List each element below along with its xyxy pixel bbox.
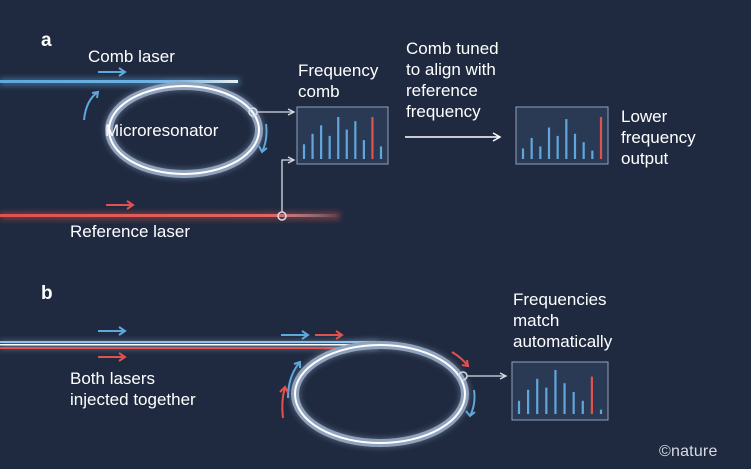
- combined-beam-white: [0, 344, 376, 346]
- ring-b-blue-arrow-right: [465, 389, 476, 418]
- reference-laser-label: Reference laser: [70, 222, 191, 241]
- ring-b-blue-arrow-left: [287, 360, 301, 399]
- lower-frequency-output-box: [515, 106, 609, 165]
- nature-credit: ©nature: [659, 443, 718, 460]
- coupler-to-match-arrow: [467, 372, 508, 380]
- frequency-comb-label: Frequency comb: [298, 61, 379, 101]
- circulation-arrow-right: [258, 123, 268, 154]
- blue-input-arrow: [98, 326, 127, 336]
- comb-laser-arrow: [98, 67, 127, 77]
- combined-beam-blue: [0, 341, 376, 343]
- panel-label-b: b: [41, 283, 53, 304]
- comb-laser-beam: [0, 80, 238, 83]
- frequency-comb-spectrum: [302, 117, 383, 159]
- lower-frequency-spectrum: [521, 117, 603, 159]
- frequencies-match-box: [511, 361, 609, 421]
- combined-beam-red: [0, 347, 376, 349]
- circulation-arrow-left: [83, 90, 100, 121]
- microresonator-label: Microresonator: [105, 121, 219, 140]
- microresonator-ring-core: [108, 85, 260, 175]
- comb-laser-label: Comb laser: [88, 47, 175, 66]
- lower-frequency-output-label: Lower frequency output: [621, 107, 696, 168]
- panel-label-a: a: [41, 30, 52, 51]
- blue-coupling-arrow: [281, 330, 310, 340]
- frequencies-match-spectrum: [517, 370, 603, 414]
- microresonator-ring-b-core: [294, 344, 466, 444]
- frequency-comb-box: [296, 106, 389, 165]
- ring-b-red-arrow-left: [279, 385, 289, 419]
- red-input-arrow: [98, 352, 127, 362]
- both-lasers-label: Both lasers injected together: [70, 369, 196, 409]
- reference-laser-beam: [0, 214, 340, 217]
- reference-feed-line: [281, 156, 296, 212]
- frequencies-match-label: Frequencies match automatically: [513, 290, 613, 351]
- red-coupling-arrow: [315, 330, 344, 340]
- reference-laser-arrow: [106, 200, 135, 210]
- ring-b-red-arrow-top: [451, 351, 470, 368]
- coupler-to-comb-arrow: [257, 108, 296, 116]
- comb-tuned-label: Comb tuned to align with reference frequ…: [406, 39, 499, 121]
- tuned-arrow: [405, 132, 502, 142]
